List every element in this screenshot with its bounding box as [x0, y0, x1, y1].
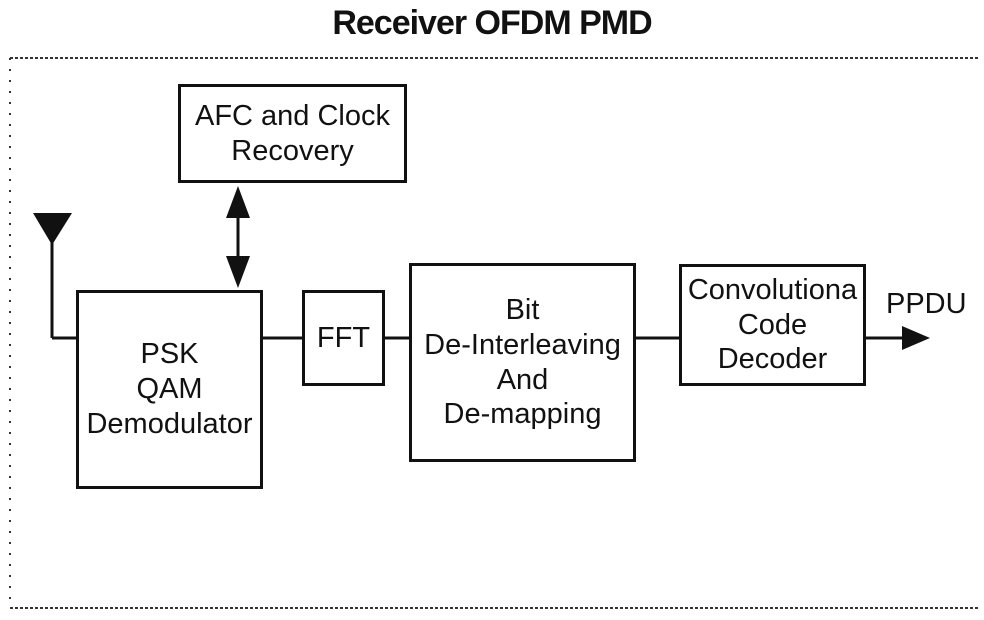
afc-line-1: AFC and Clock [194, 99, 390, 132]
conv-line-3: Decoder [717, 343, 828, 376]
bit-line-1: Bit [505, 293, 540, 326]
bit-line-2: De-Interleaving [424, 328, 621, 361]
bit-line-4: De-mapping [443, 398, 602, 431]
output-arrow-icon [866, 326, 930, 350]
convolutional-code-decoder-block: Convolutiona Code Decoder [679, 264, 866, 386]
afc-clock-recovery-block: AFC and Clock Recovery [178, 84, 407, 183]
psk-qam-demodulator-block: PSK QAM Demodulator [76, 290, 263, 489]
antenna-icon [33, 213, 76, 340]
demod-line-2: QAM [136, 373, 203, 406]
bit-deinterleaving-block: Bit De-Interleaving And De-mapping [409, 263, 636, 462]
bidirectional-arrow-icon [226, 186, 250, 288]
demod-line-1: PSK [140, 338, 199, 371]
conv-line-1: Convolutiona [687, 273, 858, 306]
ppdu-output-label: PPDU [886, 288, 967, 320]
diagram-title: Receiver OFDM PMD [332, 4, 652, 42]
conv-line-2: Code [737, 308, 808, 341]
fft-block: FFT [302, 290, 385, 386]
demod-line-3: Demodulator [86, 407, 253, 440]
fft-label: FFT [316, 321, 371, 354]
bit-line-3: And [496, 363, 549, 396]
afc-line-2: Recovery [231, 134, 354, 167]
